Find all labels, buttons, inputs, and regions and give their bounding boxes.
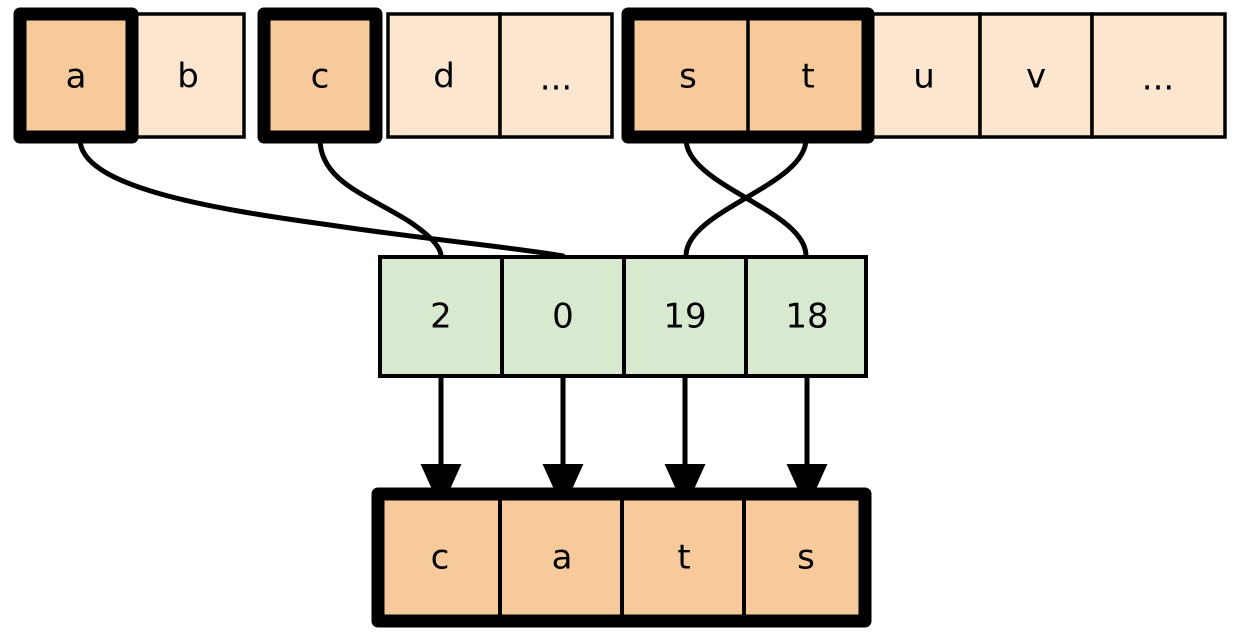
output-cell-3[interactable]: s: [797, 538, 815, 578]
alphabet-cell-label: v: [1026, 57, 1046, 97]
alphabet-row: b d ... u v ...: [13, 7, 1227, 144]
index-cell-label: 2: [430, 297, 452, 337]
alphabet-cell-label: d: [433, 57, 455, 97]
curve-a-to-0: [77, 136, 566, 259]
index-cell-3[interactable]: 18: [785, 297, 828, 337]
output-cell-label: t: [677, 538, 690, 578]
alphabet-cell-u[interactable]: u: [866, 12, 982, 139]
output-cell-1[interactable]: a: [552, 538, 573, 578]
curve-c-to-2: [317, 136, 444, 259]
output-cell-label: a: [552, 538, 573, 578]
alphabet-cell-label: b: [177, 57, 199, 97]
index-to-output-arrows: [420, 378, 828, 510]
output-row: c a t s: [371, 487, 872, 628]
letter-to-index-curves: [77, 136, 809, 259]
index-row: 2 0 19 18: [378, 255, 868, 378]
alphabet-cell-d[interactable]: d: [386, 12, 502, 139]
index-cell-2[interactable]: 19: [663, 297, 706, 337]
alphabet-cell-label: ...: [540, 59, 572, 99]
alphabet-cell-v[interactable]: v: [978, 12, 1094, 139]
alphabet-cell-label: c: [311, 57, 330, 97]
index-cell-label: 18: [785, 297, 828, 337]
alphabet-cell-ellipsis-2[interactable]: ...: [1090, 12, 1227, 139]
alphabet-cell-label: u: [913, 57, 935, 97]
alphabet-cell-label: ...: [1142, 59, 1174, 99]
output-cell-label: c: [431, 538, 450, 578]
curve-t-to-19: [683, 136, 809, 259]
output-cell-2[interactable]: t: [677, 538, 690, 578]
alphabet-cell-a[interactable]: a: [13, 7, 139, 144]
alphabet-cell-group-st: [621, 7, 875, 144]
alphabet-cell-label: t: [801, 57, 814, 97]
alphabet-cell-b[interactable]: b: [130, 12, 246, 139]
index-cell-label: 19: [663, 297, 706, 337]
index-cell-label: 0: [552, 297, 574, 337]
output-cell-label: s: [797, 538, 815, 578]
alphabet-cell-ellipsis-1[interactable]: ...: [498, 12, 614, 139]
alphabet-cell-t[interactable]: t: [801, 57, 814, 97]
alphabet-cell-s[interactable]: s: [679, 57, 697, 97]
alphabet-cell-c[interactable]: c: [257, 7, 383, 144]
index-cell-1[interactable]: 0: [552, 297, 574, 337]
alphabet-cell-label: a: [66, 57, 87, 97]
output-cell-0[interactable]: c: [431, 538, 450, 578]
alphabet-cell-label: s: [679, 57, 697, 97]
index-cell-0[interactable]: 2: [430, 297, 452, 337]
